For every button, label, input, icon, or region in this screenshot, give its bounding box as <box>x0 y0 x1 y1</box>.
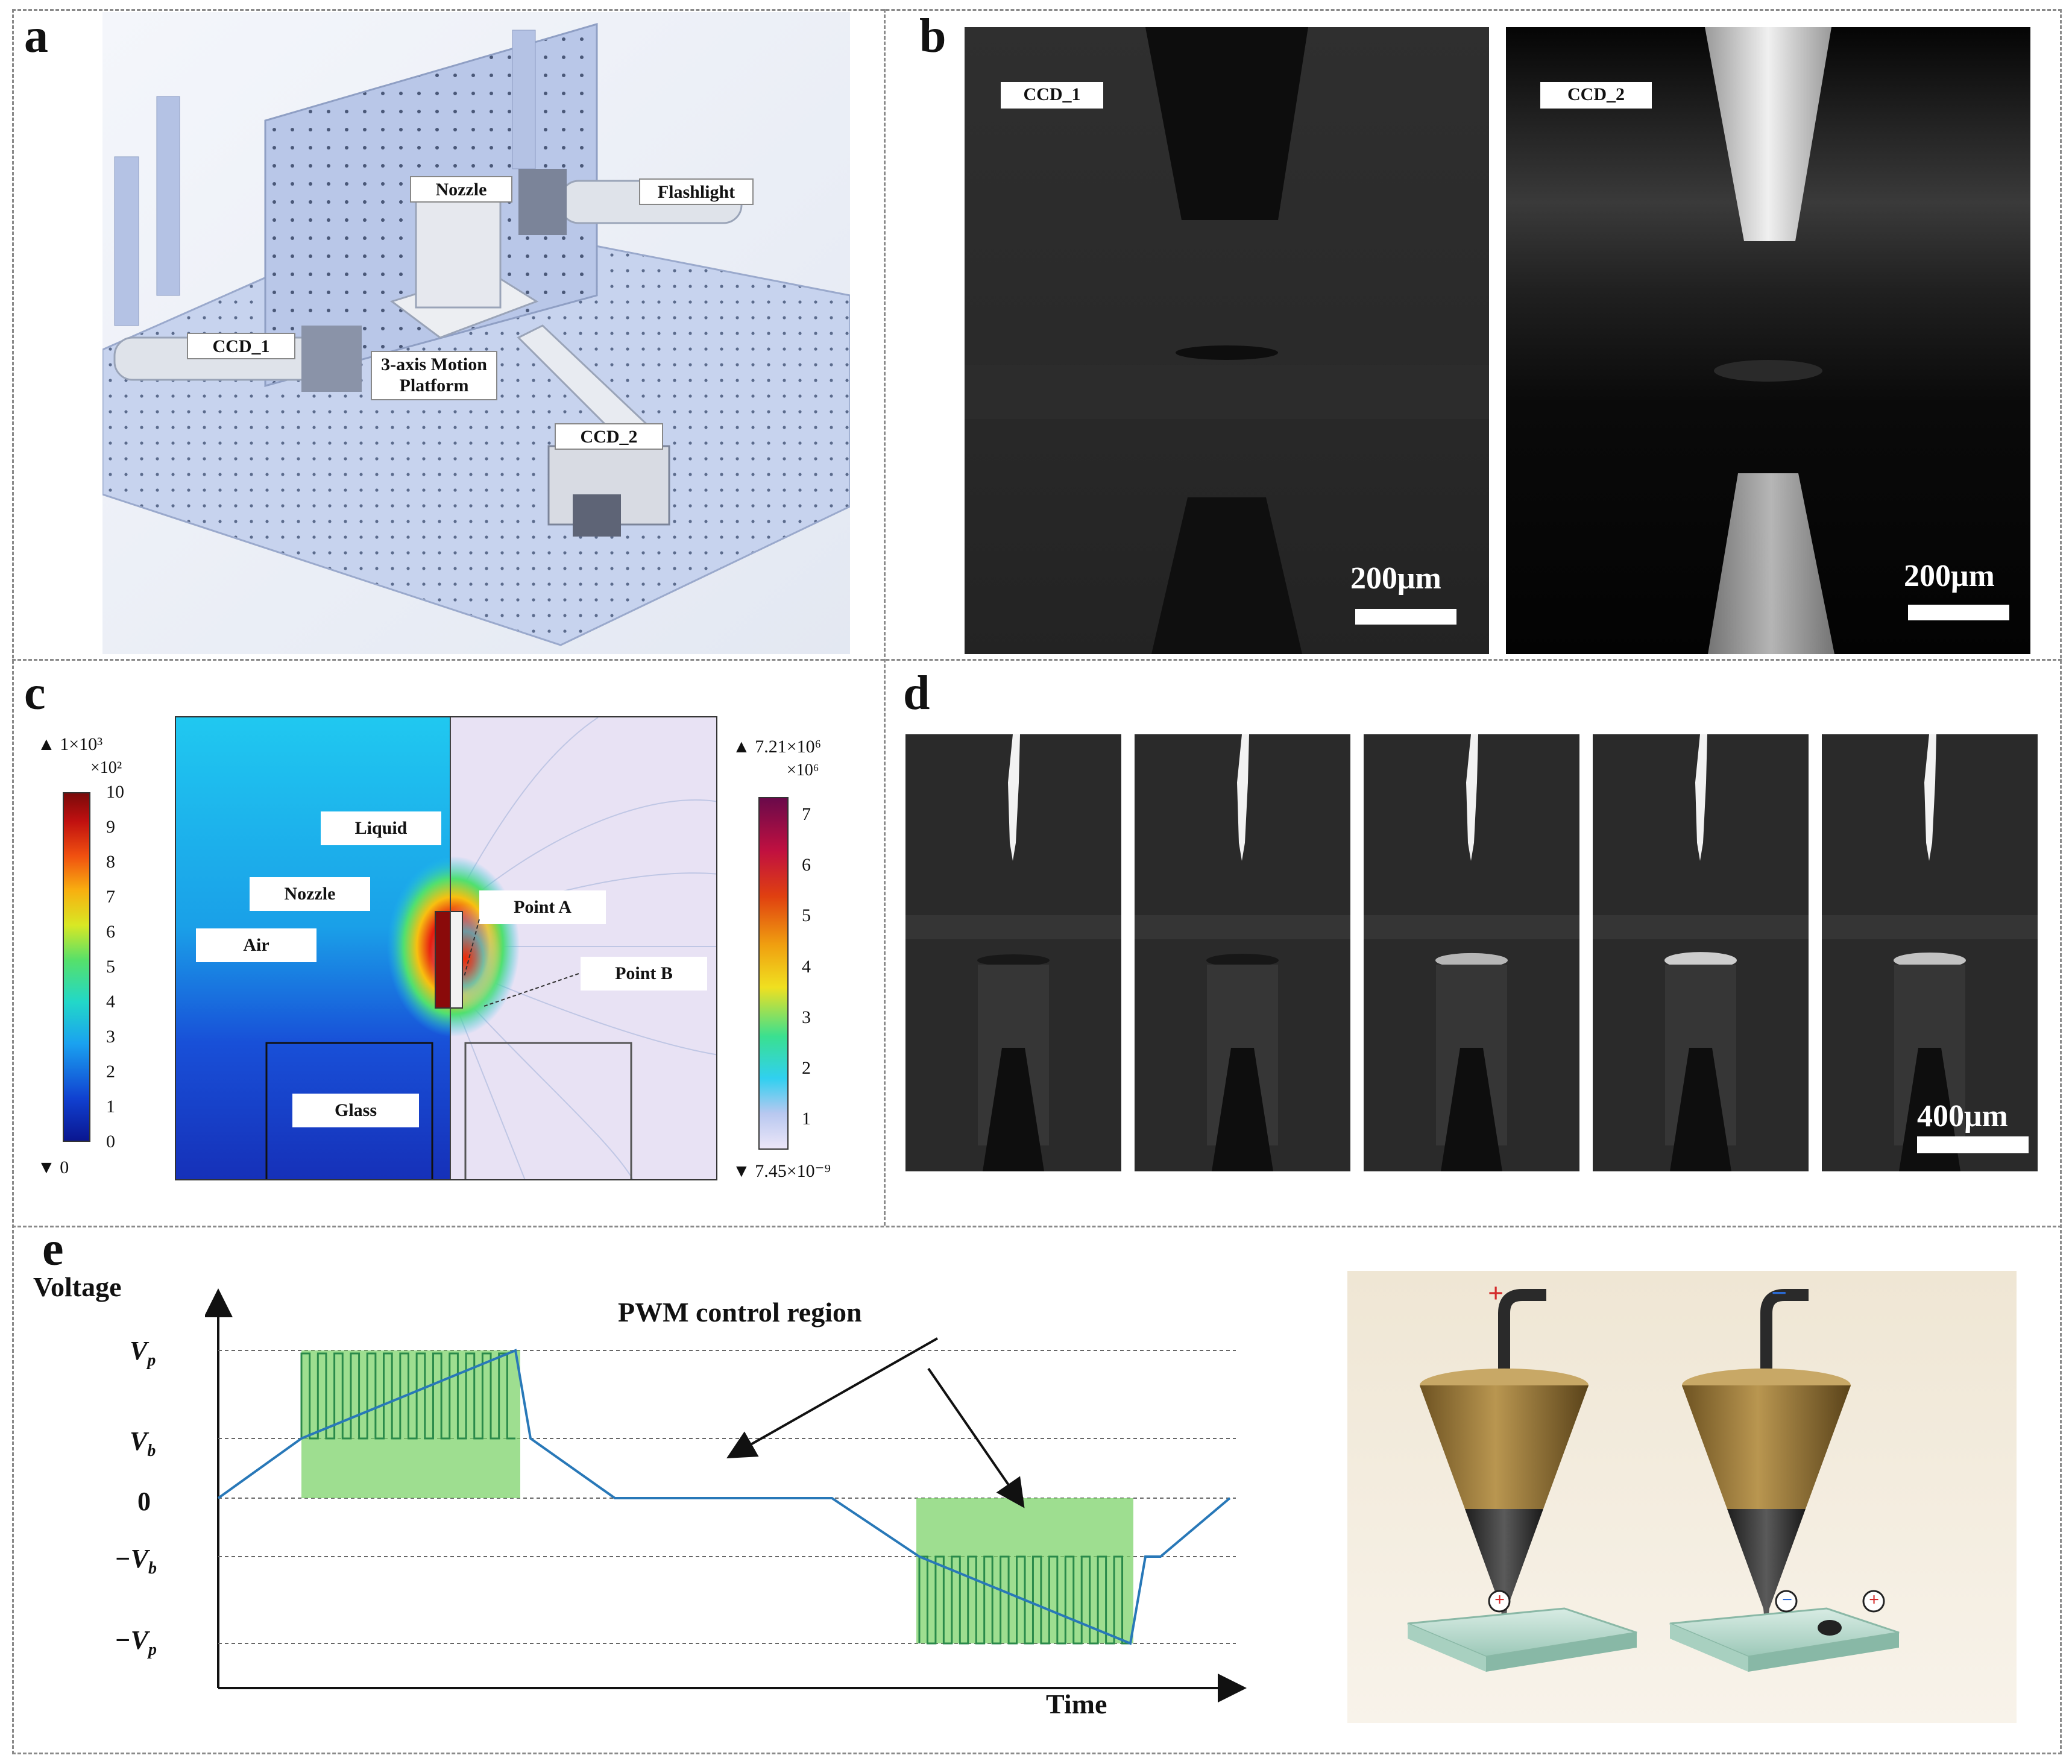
charge-plus-left: + <box>1494 1590 1505 1610</box>
cbar-right-tick: 3 <box>802 1007 811 1027</box>
level-neg-vp: −Vp <box>115 1625 157 1659</box>
y-axis-title: Voltage <box>33 1271 122 1302</box>
cbar-right-tick: 1 <box>802 1109 811 1129</box>
annotation-arrow-2 <box>927 1367 1025 1508</box>
label-ccd1-a: CCD_1 <box>187 333 295 359</box>
label-air: Air <box>196 928 316 962</box>
cbar-right-tick: 4 <box>802 956 811 977</box>
figure-frame <box>12 9 2062 1754</box>
cbar-left-tick: 6 <box>106 922 115 942</box>
label-point-b: Point B <box>581 957 707 991</box>
jetting-frame <box>905 734 1121 1171</box>
cbar-right <box>758 797 789 1150</box>
cbar-left <box>63 792 90 1142</box>
ccd1-tag: CCD_1 <box>1001 82 1103 109</box>
label-flashlight: Flashlight <box>639 178 754 205</box>
cbar-left-min: ▼ 0 <box>37 1158 69 1177</box>
ccd2-tag: CCD_2 <box>1540 82 1652 109</box>
col-divider <box>884 9 886 1226</box>
point-leaders <box>464 919 579 1007</box>
label-motion-platform: 3-axis Motion Platform <box>371 351 497 400</box>
cbar-left-tick: 3 <box>106 1027 115 1047</box>
plus-sign-top: + <box>1488 1277 1504 1308</box>
annotation-arrow-1 <box>726 1337 938 1458</box>
cbar-right-tick: 7 <box>802 804 811 824</box>
pwm-wave-positive <box>300 1352 515 1440</box>
charge-minus-right: − <box>1782 1590 1793 1610</box>
cbar-left-tick: 2 <box>106 1062 115 1082</box>
minus-sign-top: − <box>1771 1277 1787 1308</box>
row-divider-2 <box>12 1226 2062 1227</box>
voltage-waveform <box>205 1288 1247 1703</box>
ccd2-image <box>1506 27 2030 654</box>
level-zero: 0 <box>137 1487 151 1516</box>
cbar-left-tick: 10 <box>106 782 124 802</box>
cbar-left-tick: 0 <box>106 1132 115 1151</box>
cbar-right-multiplier: ×10⁶ <box>787 761 819 780</box>
scale-bar-d <box>1917 1136 2029 1153</box>
pwm-wave-negative <box>918 1555 1130 1645</box>
panel-c-letter: c <box>24 667 46 720</box>
label-ccd2-a: CCD_2 <box>555 423 663 450</box>
panel-b-letter: b <box>919 10 946 63</box>
ccd1-image <box>965 27 1489 654</box>
label-nozzle-a: Nozzle <box>410 176 512 203</box>
label-point-a: Point A <box>479 890 606 924</box>
level-vb: Vb <box>130 1426 156 1460</box>
label-nozzle-c: Nozzle <box>250 877 370 911</box>
jetting-frame <box>1364 734 1579 1171</box>
level-vp: Vp <box>130 1336 156 1370</box>
row-divider-1 <box>12 659 2062 661</box>
scale-label-b-right: 200μm <box>1904 559 1995 593</box>
label-glass: Glass <box>292 1094 419 1127</box>
cbar-right-min: ▼ 7.45×10⁻⁹ <box>732 1161 831 1181</box>
cbar-left-multiplier: ×10² <box>90 758 122 777</box>
cbar-left-tick: 5 <box>106 957 115 977</box>
pwm-annotation: PWM control region <box>618 1297 862 1328</box>
cbar-left-max: ▲ 1×10³ <box>37 734 103 754</box>
scale-label-d: 400μm <box>1917 1099 2008 1133</box>
jetting-frame <box>1593 734 1809 1171</box>
cbar-right-tick: 6 <box>802 855 811 875</box>
label-liquid: Liquid <box>321 811 441 845</box>
x-axis-title: Time <box>1046 1689 1107 1719</box>
cbar-left-tick: 7 <box>106 887 115 907</box>
charge-plus-right: + <box>1869 1590 1880 1610</box>
level-neg-vb: −Vb <box>115 1544 157 1578</box>
cbar-right-max: ▲ 7.21×10⁶ <box>732 737 822 757</box>
cbar-left-tick: 4 <box>106 992 115 1012</box>
cbar-left-tick: 9 <box>106 817 115 837</box>
cbar-left-tick: 8 <box>106 852 115 872</box>
scale-bar-b-right <box>1908 605 2009 620</box>
cbar-right-tick: 5 <box>802 906 811 926</box>
voltage-envelope-line <box>217 1349 1231 1645</box>
cbar-right-tick: 2 <box>802 1057 811 1078</box>
jetting-frame <box>1822 734 2038 1171</box>
jetting-frame <box>1135 734 1350 1171</box>
cbar-left-tick: 1 <box>106 1097 115 1117</box>
electrode-illustration <box>1347 1271 2017 1723</box>
scale-bar-b-left <box>1355 609 1456 625</box>
panel-e-letter: e <box>42 1223 64 1276</box>
panel-a-letter: a <box>24 10 48 63</box>
scale-label-b-left: 200μm <box>1350 561 1441 596</box>
panel-d-letter: d <box>903 667 930 720</box>
